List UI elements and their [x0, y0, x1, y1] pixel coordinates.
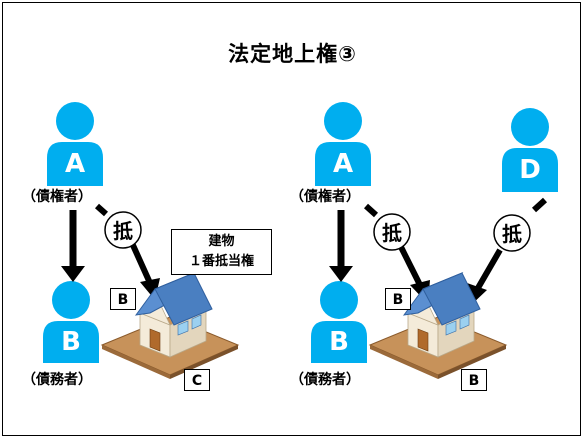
mortgage-mark-left: 抵 [113, 219, 133, 243]
role-creditor-left: （債権者） [22, 189, 92, 205]
role-debtor-left: （債務者） [22, 372, 92, 388]
mortgage-circle-right-1 [373, 213, 411, 251]
mortgage-mark-right-1: 抵 [382, 221, 402, 245]
page-title: 法定地上権③ [228, 42, 357, 66]
arrow-mortgage-right-d [475, 248, 503, 290]
building-owner-label-right: B [385, 288, 411, 310]
person-letter-b-left: B [61, 327, 81, 357]
mortgage-circle-left [104, 211, 142, 249]
mortgage-mark-right-2: 抵 [502, 222, 522, 246]
person-letter-b-right: B [329, 327, 349, 357]
person-icon-creditor-right: A [315, 102, 371, 186]
person-icon-creditor-left: A [47, 102, 103, 186]
role-creditor-right: （債権者） [290, 189, 360, 205]
person-letter-d: D [519, 155, 541, 185]
person-letter-a-right: A [333, 149, 353, 179]
person-icon-third-party: D [502, 108, 558, 192]
person-icon-debtor-left: B [43, 281, 99, 363]
note-line-building: 建物 [208, 234, 235, 249]
mortgage-note-box: 建物 １番抵当権 [171, 229, 272, 275]
person-icon-debtor-right: B [311, 281, 367, 363]
role-debtor-right: （債務者） [290, 372, 360, 388]
arrow-mortgage-right-a [397, 243, 424, 289]
land-owner-label-left: C [184, 369, 210, 391]
person-letter-a-left: A [65, 149, 85, 179]
mortgage-circle-right-2 [493, 214, 531, 252]
land-owner-label-right: B [461, 369, 487, 391]
arrow-mortgage-left [129, 241, 153, 285]
note-line-first-mortgage: １番抵当権 [188, 254, 254, 269]
building-owner-label-left: B [110, 288, 136, 310]
slide-frame [2, 2, 581, 436]
